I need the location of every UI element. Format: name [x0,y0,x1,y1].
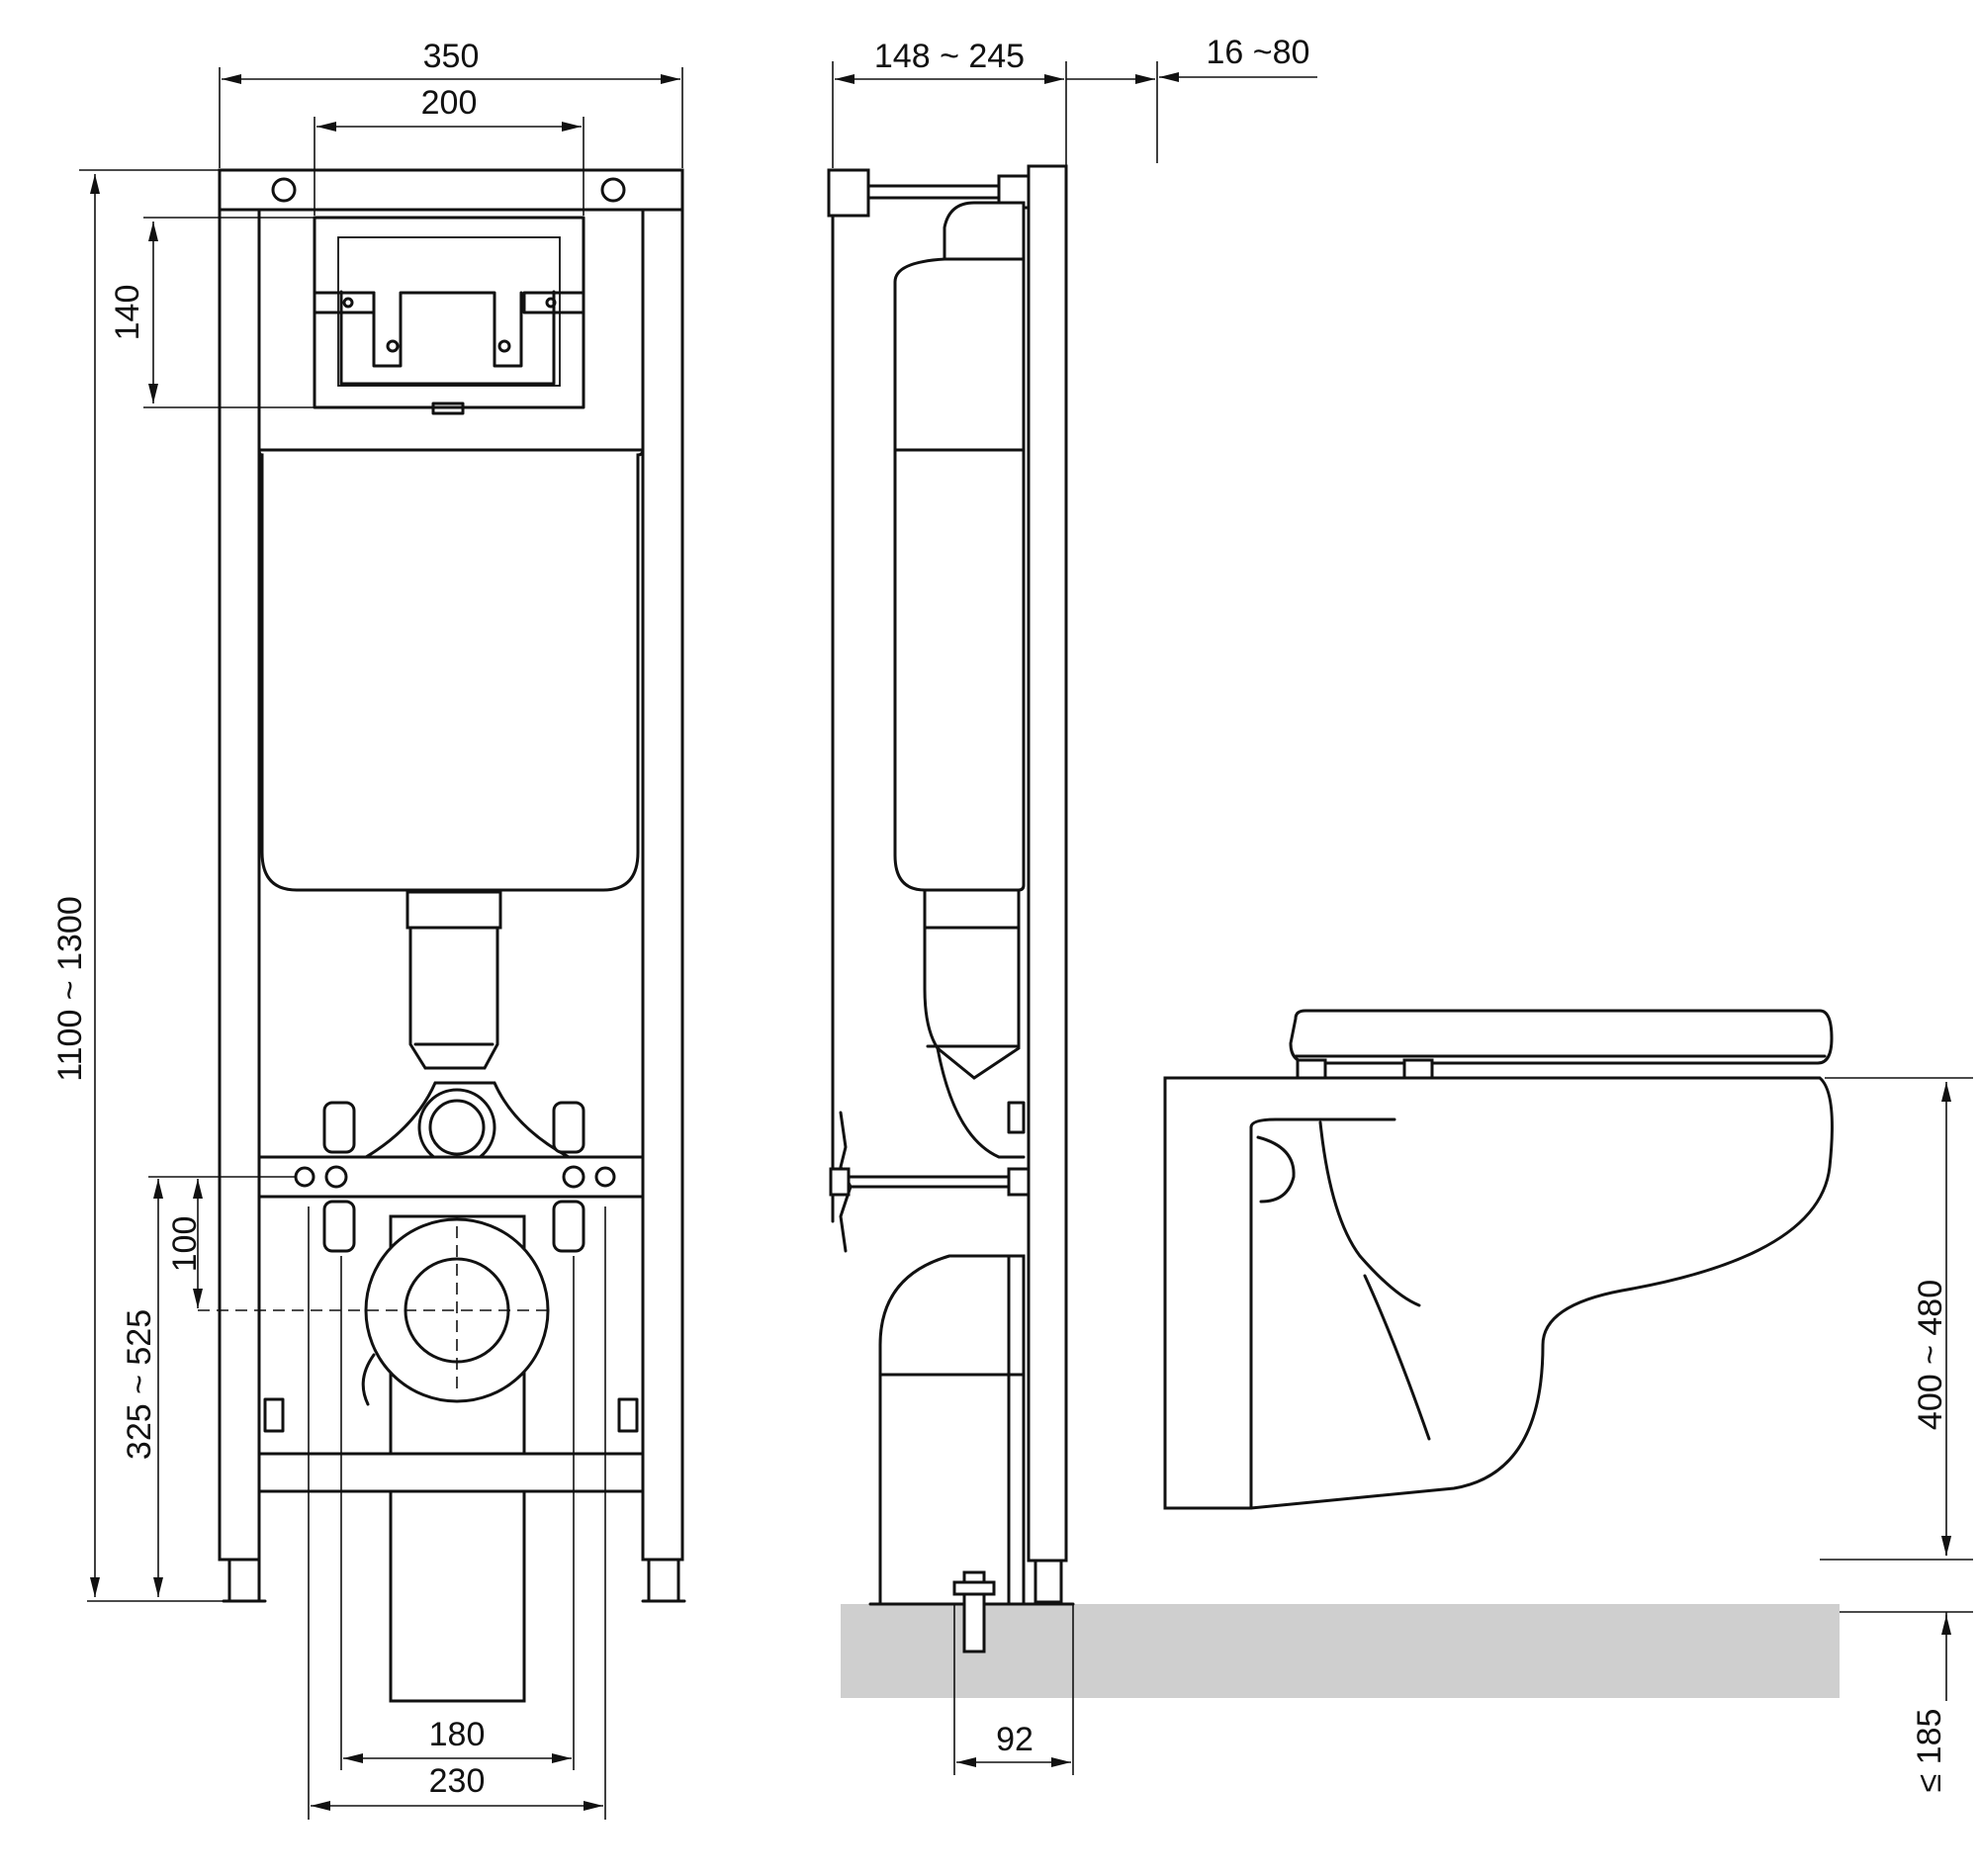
top-right-hole [600,177,626,203]
top-left-hole [271,177,297,203]
dim-92: 92 [996,1721,1034,1758]
cistern-side [893,201,1026,892]
dim-200: 200 [421,84,478,122]
crossbar [257,1155,645,1199]
wall-bracket [827,168,870,218]
dim-185: ≤ 185 [1911,1709,1948,1793]
waste-bend-side [878,1254,1026,1606]
front-dimensions: 350 200 1100 ~ 1300 140 100 325 ~ 525 18… [51,38,683,1820]
side-dimensions: 148 ~ 245 16 ~80 92 [832,34,1317,1775]
dim-350: 350 [423,38,480,75]
dim-180: 180 [429,1716,486,1753]
dim-140: 140 [109,285,146,341]
side-view [827,164,1840,1698]
flush-pipe [408,926,499,1070]
wall-hung-bowl [1163,1009,1834,1510]
right-upright [641,168,684,1562]
dim-16-80: 16 ~80 [1207,34,1310,71]
dim-325-525: 325 ~ 525 [121,1309,158,1460]
dim-100: 100 [166,1216,204,1273]
toilet-bowl [1163,1076,1834,1510]
flush-pipe-side [923,888,1021,1080]
top-rail [218,168,684,212]
bowl-dimensions: 400 ~ 480 ≤ 185 [1820,1077,1973,1793]
lower-crossbar [257,1452,645,1493]
floor [841,1604,1840,1698]
side-upright [1027,164,1068,1563]
left-upright [218,168,261,1562]
front-view [198,168,686,1703]
right-foot [647,1558,680,1603]
left-foot [227,1558,261,1603]
dim-148-245: 148 ~ 245 [874,38,1025,75]
dim-1100-1300: 1100 ~ 1300 [51,896,89,1082]
flush-pipe-collar [405,890,502,930]
dim-400-480: 400 ~ 480 [1912,1280,1949,1430]
dim-230: 230 [429,1762,486,1800]
cistern [257,208,645,892]
